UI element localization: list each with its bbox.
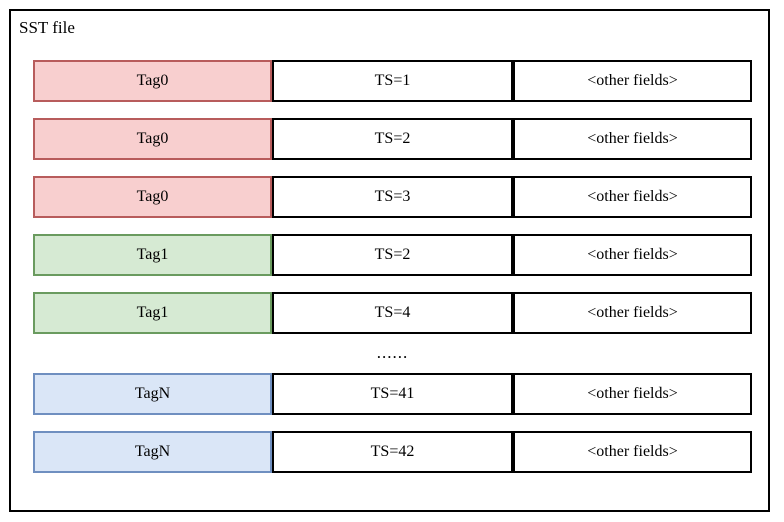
- row-tag-cell: Tag1: [33, 234, 272, 276]
- table-row: TagN TS=42 <other fields>: [11, 431, 768, 473]
- ellipsis-separator: ......: [376, 343, 409, 362]
- row-ts-cell: TS=3: [272, 176, 513, 218]
- row-tag-cell: Tag0: [33, 60, 272, 102]
- record-rows-area: Tag0 TS=1 <other fields> Tag0 TS=2 <othe…: [11, 60, 768, 510]
- row-other-cell: <other fields>: [513, 431, 752, 473]
- row-ts-cell: TS=41: [272, 373, 513, 415]
- table-row: TagN TS=41 <other fields>: [11, 373, 768, 415]
- row-other-cell: <other fields>: [513, 118, 752, 160]
- row-tag-cell: Tag0: [33, 176, 272, 218]
- row-ts-cell: TS=2: [272, 118, 513, 160]
- row-ts-cell: TS=1: [272, 60, 513, 102]
- row-ts-cell: TS=42: [272, 431, 513, 473]
- table-row: Tag0 TS=2 <other fields>: [11, 118, 768, 160]
- row-other-cell: <other fields>: [513, 373, 752, 415]
- row-other-cell: <other fields>: [513, 176, 752, 218]
- sst-file-title: SST file: [19, 18, 75, 37]
- row-other-cell: <other fields>: [513, 292, 752, 334]
- row-other-cell: <other fields>: [513, 234, 752, 276]
- row-ts-cell: TS=2: [272, 234, 513, 276]
- row-tag-cell: TagN: [33, 373, 272, 415]
- row-ts-cell: TS=4: [272, 292, 513, 334]
- table-row: Tag0 TS=3 <other fields>: [11, 176, 768, 218]
- sst-file-container: SST file Tag0 TS=1 <other fields> Tag0 T…: [9, 9, 770, 512]
- row-tag-cell: Tag0: [33, 118, 272, 160]
- table-row: Tag0 TS=1 <other fields>: [11, 60, 768, 102]
- row-other-cell: <other fields>: [513, 60, 752, 102]
- row-tag-cell: Tag1: [33, 292, 272, 334]
- row-tag-cell: TagN: [33, 431, 272, 473]
- table-row: Tag1 TS=4 <other fields>: [11, 292, 768, 334]
- table-row: Tag1 TS=2 <other fields>: [11, 234, 768, 276]
